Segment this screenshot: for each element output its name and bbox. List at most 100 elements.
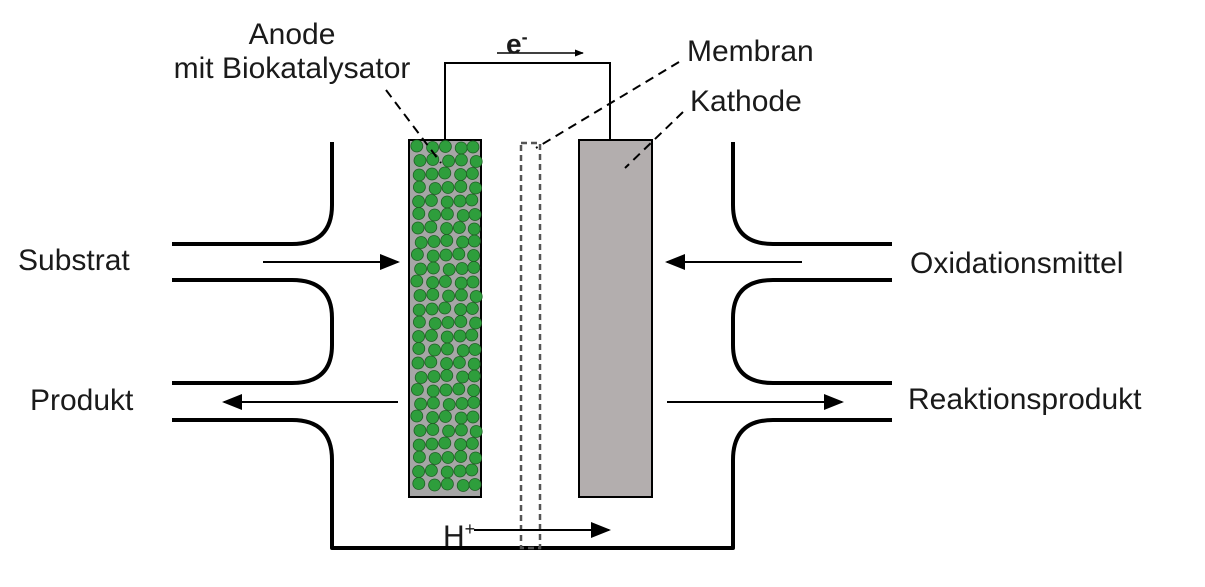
- biocatalyst-bead: [442, 263, 456, 276]
- biocatalyst-bead: [426, 276, 440, 289]
- biocatalyst-bead: [454, 315, 468, 328]
- biocatalyst-bead: [467, 384, 481, 397]
- biocatalyst-bead: [469, 451, 483, 465]
- biocatalyst-bead: [412, 195, 426, 208]
- biocatalyst-bead: [440, 234, 454, 247]
- biocatalyst-bead: [467, 357, 481, 371]
- biocatalyst-bead: [454, 303, 468, 316]
- vessel-left-middle-wall: [172, 278, 334, 385]
- biocatalyst-bead: [413, 289, 427, 302]
- biocatalyst-bead: [454, 153, 468, 167]
- biocatalyst-bead: [442, 424, 456, 438]
- biocatalyst-bead: [454, 423, 468, 437]
- biocatalyst-bead: [426, 423, 440, 436]
- biocatalyst-bead: [412, 465, 426, 478]
- biocatalyst-bead: [454, 168, 468, 181]
- biocatalyst-bead: [426, 288, 440, 301]
- biocatalyst-bead: [467, 222, 481, 236]
- cathode-electrode: [578, 139, 653, 498]
- biocatalyst-bead: [412, 303, 426, 317]
- biocatalyst-bead: [453, 464, 467, 478]
- biocatalyst-bead: [411, 356, 425, 370]
- biocatalyst-bead: [440, 369, 454, 382]
- biocatalyst-bead: [427, 370, 441, 383]
- biocatalyst-bead: [469, 425, 483, 438]
- biocatalyst-bead: [467, 369, 481, 383]
- biocatalyst-bead: [414, 236, 428, 249]
- biocatalyst-bead: [465, 328, 479, 342]
- biocatalyst-bead: [425, 167, 439, 181]
- biocatalyst-bead: [440, 195, 454, 209]
- biocatalyst-bead: [465, 463, 479, 477]
- biocatalyst-bead: [456, 209, 470, 222]
- biocatalyst-bead: [455, 262, 469, 275]
- biocatalyst-bead: [426, 384, 440, 398]
- biocatalyst-bead: [466, 410, 480, 424]
- biocatalyst-bead: [453, 194, 467, 208]
- vessel-right-middle-wall: [731, 278, 892, 385]
- proton-label: H+: [443, 512, 475, 554]
- biocatalyst-bead: [440, 357, 454, 370]
- biocatalyst-bead: [438, 301, 452, 315]
- biocatalyst-bead: [452, 382, 466, 396]
- biocatalyst-bead: [468, 343, 482, 356]
- biocatalyst-bead: [467, 249, 481, 262]
- biocatalyst-bead: [413, 424, 427, 437]
- biocatalyst-bead: [454, 141, 468, 155]
- biocatalyst-bead: [412, 342, 426, 355]
- biocatalyst-bead: [455, 397, 469, 410]
- biocatalyst-bead: [467, 234, 481, 248]
- produkt-label: Produkt: [30, 384, 134, 417]
- reaktionsprodukt-label: Reaktionsprodukt: [908, 383, 1142, 416]
- biocatalyst-bead: [452, 356, 466, 369]
- biocatalyst-bead: [410, 139, 424, 153]
- biocatalyst-bead: [426, 249, 440, 263]
- biocatalyst-bead: [469, 290, 483, 303]
- biocatalyst-bead: [414, 397, 428, 411]
- biocatalyst-bead: [442, 398, 456, 411]
- biocatalyst-bead: [411, 221, 425, 235]
- biocatalyst-bead: [425, 437, 439, 451]
- anode-label-line2: mit Biokatalysator: [173, 52, 411, 85]
- electron-label: e-: [506, 20, 528, 61]
- biocatalyst-bead: [454, 450, 468, 463]
- biocatalyst-bead: [410, 409, 424, 423]
- membran-leader-line: [535, 61, 680, 149]
- biocatalyst-bead: [424, 194, 438, 207]
- substrat-label: Substrat: [18, 244, 130, 277]
- biocatalyst-bead: [467, 396, 481, 409]
- biocatalyst-bead: [414, 262, 428, 276]
- biocatalyst-bead: [413, 154, 427, 167]
- biocatalyst-bead: [428, 343, 442, 357]
- biocatalyst-bead: [412, 438, 426, 452]
- biocatalyst-bead: [465, 302, 479, 315]
- vessel: [172, 142, 892, 550]
- biocatalyst-bead: [414, 371, 428, 384]
- biocatalyst-bead: [424, 464, 438, 477]
- biocatalyst-bead: [439, 383, 453, 397]
- biocatalyst-bead: [424, 355, 438, 369]
- anode-label-line1: Anode: [248, 18, 336, 51]
- biocatalyst-bead: [412, 477, 426, 490]
- biocatalyst-bead: [469, 155, 483, 168]
- kathode-label: Kathode: [690, 85, 802, 118]
- biocatalyst-bead: [456, 235, 470, 249]
- biocatalyst-bead: [454, 411, 468, 425]
- biocatalyst-bead: [452, 221, 466, 234]
- biocatalyst-bead: [427, 235, 441, 248]
- proton-charge: +: [464, 519, 476, 539]
- oxidationsmittel-label: Oxidationsmittel: [910, 247, 1124, 280]
- biocatalyst-bead: [428, 452, 442, 465]
- biocatalyst-bead: [442, 289, 456, 303]
- anode-leader-line: [385, 89, 442, 164]
- biocatalyst-bead: [428, 478, 442, 492]
- biocatalyst-bead: [440, 342, 454, 356]
- biocatalyst-bead: [426, 261, 440, 275]
- biocatalyst-bead: [412, 450, 426, 464]
- biocatalyst-bead: [454, 288, 468, 302]
- biocatalyst-bead: [440, 330, 454, 344]
- biocatalyst-bead: [438, 275, 452, 288]
- biocatalyst-bead: [468, 478, 482, 491]
- biocatalyst-bead: [412, 330, 426, 343]
